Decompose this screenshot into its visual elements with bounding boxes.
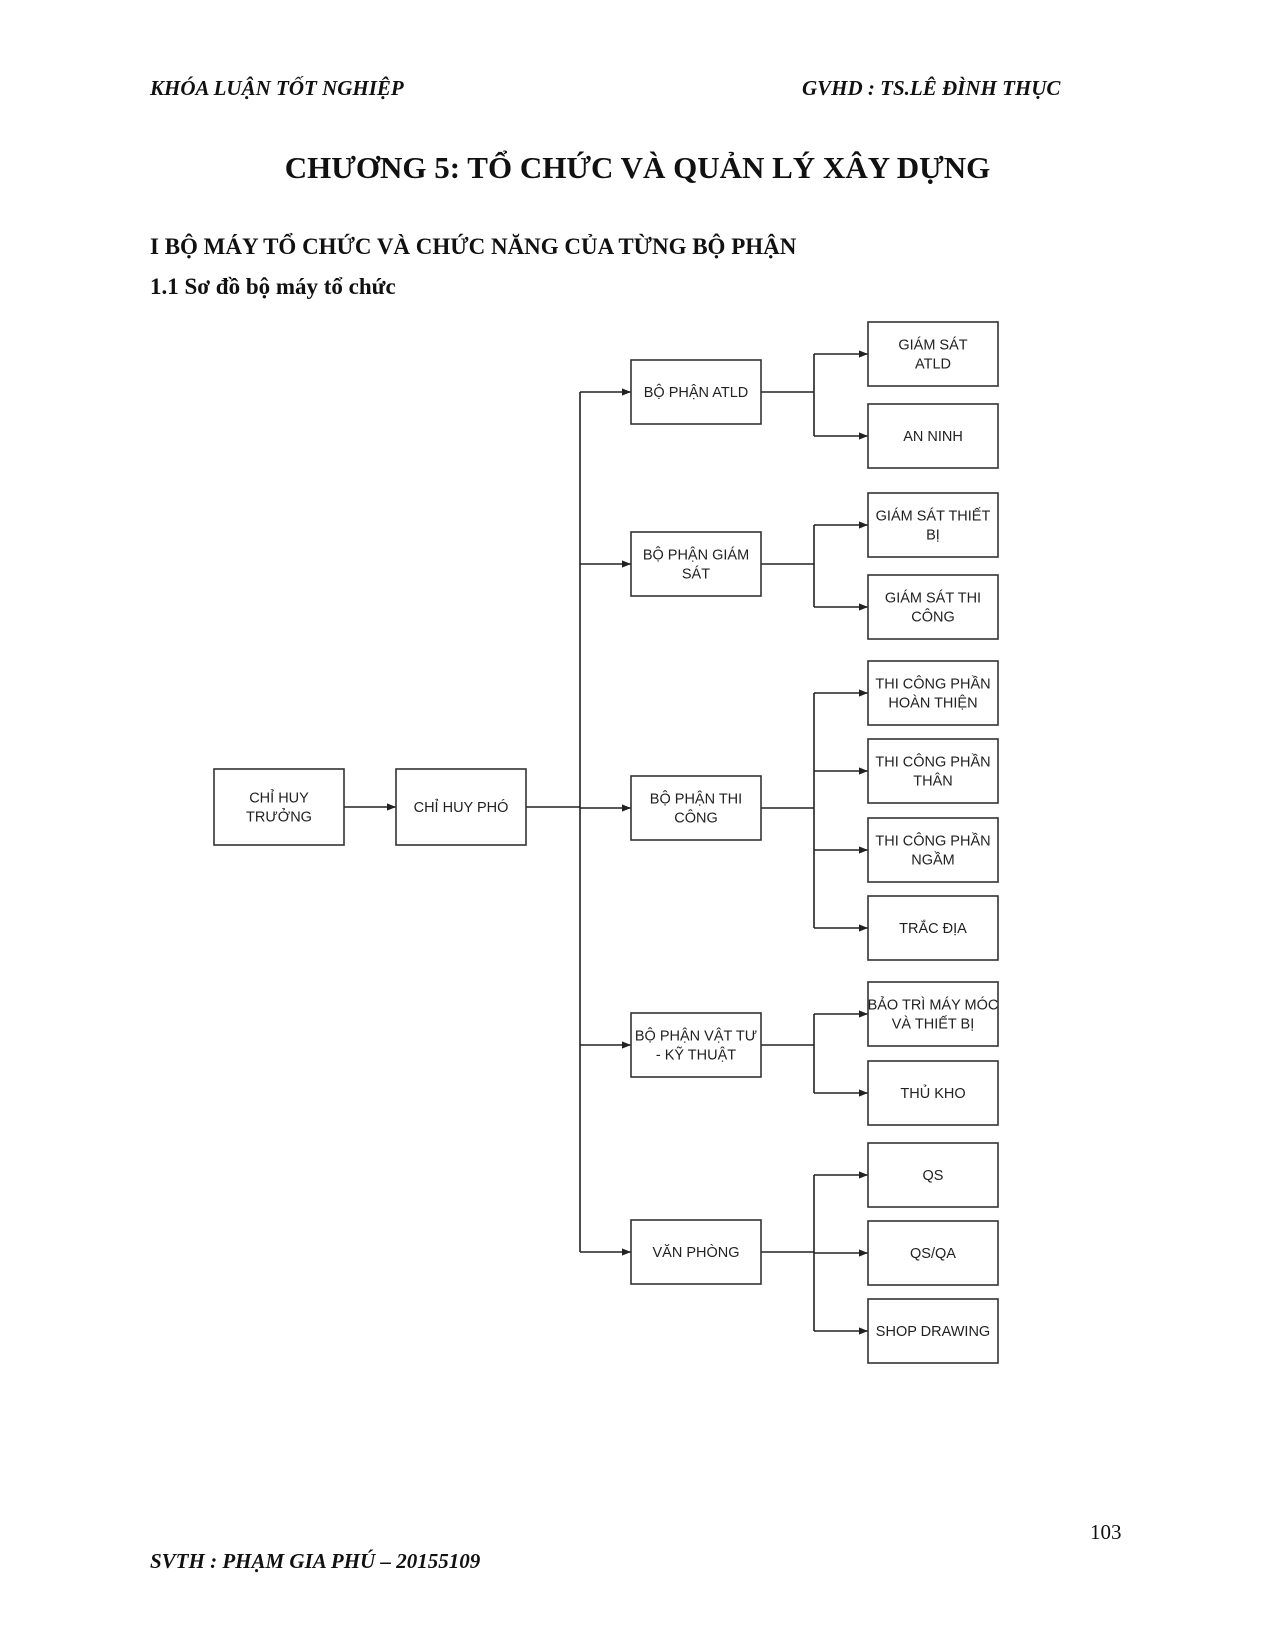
node-label: GIÁM SÁT THI bbox=[885, 590, 981, 607]
node-label: NGẦM bbox=[911, 852, 955, 869]
node-box bbox=[867, 895, 999, 961]
node-label: THI CÔNG PHẦN bbox=[875, 754, 990, 771]
node-box bbox=[867, 1220, 999, 1286]
section-title: I BỘ MÁY TỔ CHỨC VÀ CHỨC NĂNG CỦA TỪNG B… bbox=[150, 234, 797, 259]
subsection-title: 1.1 Sơ đồ bộ máy tổ chức bbox=[150, 274, 396, 299]
node-bao-tri: BẢO TRÌ MÁY MÓC VÀ THIẾT BỊ bbox=[867, 981, 999, 1047]
node-label: CHỈ HUY PHÓ bbox=[414, 799, 509, 816]
node-label: SÁT bbox=[682, 566, 710, 583]
node-label: HOÀN THIỆN bbox=[888, 695, 977, 712]
node-label: THỦ KHO bbox=[900, 1084, 965, 1102]
node-label: QS bbox=[923, 1168, 944, 1184]
node-label: TRẮC ĐỊA bbox=[899, 919, 967, 937]
node-trac-dia: TRẮC ĐỊA bbox=[867, 895, 999, 961]
node-label: SHOP DRAWING bbox=[876, 1324, 990, 1340]
page-number: 103 bbox=[1090, 1520, 1122, 1544]
node-label: GIÁM SÁT bbox=[898, 337, 967, 354]
node-box bbox=[867, 492, 999, 558]
node-box bbox=[867, 1298, 999, 1364]
node-label: BỘ PHẬN VẬT TƯ bbox=[635, 1028, 757, 1045]
node-box bbox=[213, 768, 345, 846]
node-thu-kho: THỦ KHO bbox=[867, 1060, 999, 1126]
node-van-phong: VĂN PHÒNG bbox=[630, 1219, 762, 1285]
node-label: QS/QA bbox=[910, 1246, 956, 1262]
node-giam-sat-atld: GIÁM SÁT ATLD bbox=[867, 321, 999, 387]
node-label: BẢO TRÌ MÁY MÓC bbox=[868, 997, 999, 1014]
node-bo-phan-giam-sat: BỘ PHẬN GIÁM SÁT bbox=[630, 531, 762, 597]
node-giam-sat-thiet-bi: GIÁM SÁT THIẾT BỊ bbox=[867, 492, 999, 558]
chapter-title: CHƯƠNG 5: TỔ CHỨC VÀ QUẢN LÝ XÂY DỰNG bbox=[284, 150, 991, 185]
node-label: CÔNG bbox=[674, 810, 718, 827]
header-right: GVHD : TS.LÊ ĐÌNH THỤC bbox=[802, 76, 1061, 100]
node-label: BỘ PHẬN GIÁM bbox=[643, 547, 749, 564]
node-box bbox=[867, 403, 999, 469]
node-qs: QS bbox=[867, 1142, 999, 1208]
node-qs-qa: QS/QA bbox=[867, 1220, 999, 1286]
node-label: BỘ PHẬN THI bbox=[650, 791, 742, 808]
node-bo-phan-atld: BỘ PHẬN ATLD bbox=[630, 359, 762, 425]
node-chi-huy-pho: CHỈ HUY PHÓ bbox=[395, 768, 527, 846]
node-label: VÀ THIẾT BỊ bbox=[892, 1016, 974, 1033]
node-label: BỘ PHẬN ATLD bbox=[644, 384, 748, 401]
header-left: KHÓA LUẬN TỐT NGHIỆP bbox=[150, 76, 404, 100]
node-box bbox=[395, 768, 527, 846]
node-box bbox=[867, 817, 999, 883]
node-box bbox=[867, 660, 999, 726]
node-box bbox=[867, 321, 999, 387]
node-box bbox=[630, 359, 762, 425]
node-label: GIÁM SÁT THIẾT bbox=[876, 508, 991, 525]
org-chart-edges bbox=[344, 350, 868, 1335]
footer-text: SVTH : PHẠM GIA PHÚ – 20155109 bbox=[150, 1549, 481, 1573]
node-label: CHỈ HUY bbox=[249, 790, 309, 807]
node-an-ninh: AN NINH bbox=[867, 403, 999, 469]
node-label: AN NINH bbox=[903, 429, 963, 445]
node-label: TRƯỞNG bbox=[246, 808, 312, 826]
node-box bbox=[630, 775, 762, 841]
node-giam-sat-thi-cong: GIÁM SÁT THI CÔNG bbox=[867, 574, 999, 640]
node-box bbox=[630, 1012, 762, 1078]
node-label: THI CÔNG PHẦN bbox=[875, 676, 990, 693]
node-box bbox=[867, 574, 999, 640]
node-box bbox=[630, 1219, 762, 1285]
node-box bbox=[867, 1142, 999, 1208]
node-label: - KỸ THUẬT bbox=[656, 1047, 736, 1064]
node-label: THÂN bbox=[913, 773, 952, 790]
node-label: ATLD bbox=[915, 357, 951, 373]
node-box bbox=[867, 981, 999, 1047]
node-thi-cong-than: THI CÔNG PHẦN THÂN bbox=[867, 738, 999, 804]
node-thi-cong-hoan-thien: THI CÔNG PHẦN HOÀN THIỆN bbox=[867, 660, 999, 726]
node-label: VĂN PHÒNG bbox=[652, 1244, 739, 1261]
node-shop-drawing: SHOP DRAWING bbox=[867, 1298, 999, 1364]
node-bo-phan-thi-cong: BỘ PHẬN THI CÔNG bbox=[630, 775, 762, 841]
node-box bbox=[867, 738, 999, 804]
node-bo-phan-vat-tu: BỘ PHẬN VẬT TƯ - KỸ THUẬT bbox=[630, 1012, 762, 1078]
node-label: CÔNG bbox=[911, 609, 955, 626]
node-box bbox=[867, 1060, 999, 1126]
node-box bbox=[630, 531, 762, 597]
node-label: BỊ bbox=[926, 528, 940, 544]
node-label: THI CÔNG PHẦN bbox=[875, 833, 990, 850]
node-thi-cong-ngam: THI CÔNG PHẦN NGẦM bbox=[867, 817, 999, 883]
